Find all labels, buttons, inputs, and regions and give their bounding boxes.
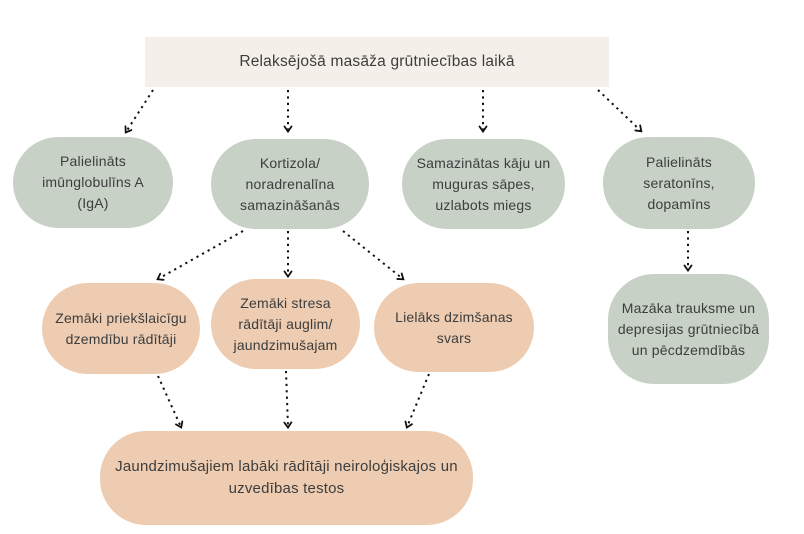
node-preterm-birth: Zemāki priekšlaicīgu dzemdību rādītāji [42,283,200,374]
arrow-preterm-to-tests [157,375,184,429]
arrow-cortisol-to-weight [342,230,405,281]
arrow-weight-to-tests [404,373,430,429]
node-title-label: Relaksējošā masāža grūtniecības laikā [239,53,515,71]
arrow-cortisol-to-preterm [156,230,244,281]
node-birth-weight-label: Lielāks dzimšanas svars [395,308,513,346]
node-preterm-birth-label: Zemāki priekšlaicīgu dzemdību rādītāji [55,309,187,347]
node-serotonin-label: Palielināts seratonīns, dopamīns [643,153,715,212]
node-serotonin: Palielināts seratonīns, dopamīns [603,137,755,229]
node-pain-sleep: Samazinātas kāju un muguras sāpes, uzlab… [402,139,565,229]
node-title: Relaksējošā masāža grūtniecības laikā [145,37,609,87]
node-cortisol: Kortizola/ noradrenalīna samazināšanās [211,139,369,229]
node-immunoglobulin: Palielināts imūnglobulīns A (IgA) [13,137,173,228]
node-anxiety-depression-label: Mazāka trauksme un depresijas grūtniecīb… [617,299,760,358]
node-cortisol-label: Kortizola/ noradrenalīna samazināšanās [240,154,340,213]
node-fetal-stress-label: Zemāki stresa rādītāji auglim/ jaundzimu… [233,294,338,353]
node-anxiety-depression: Mazāka trauksme un depresijas grūtniecīb… [608,274,769,384]
arrow-title-to-iga [124,89,154,134]
arrow-stress-to-tests [283,370,293,430]
node-newborn-tests: Jaundzimušajiem labāki rādītāji neiroloģ… [100,431,473,525]
node-newborn-tests-label: Jaundzimušajiem labāki rādītāji neiroloģ… [115,457,458,498]
node-pain-sleep-label: Samazinātas kāju un muguras sāpes, uzlab… [416,154,551,213]
node-fetal-stress: Zemāki stresa rādītāji auglim/ jaundzimu… [211,279,360,369]
node-birth-weight: Lielāks dzimšanas svars [374,283,534,372]
node-immunoglobulin-label: Palielināts imūnglobulīns A (IgA) [42,153,144,211]
arrow-title-to-serotonin [597,89,643,133]
